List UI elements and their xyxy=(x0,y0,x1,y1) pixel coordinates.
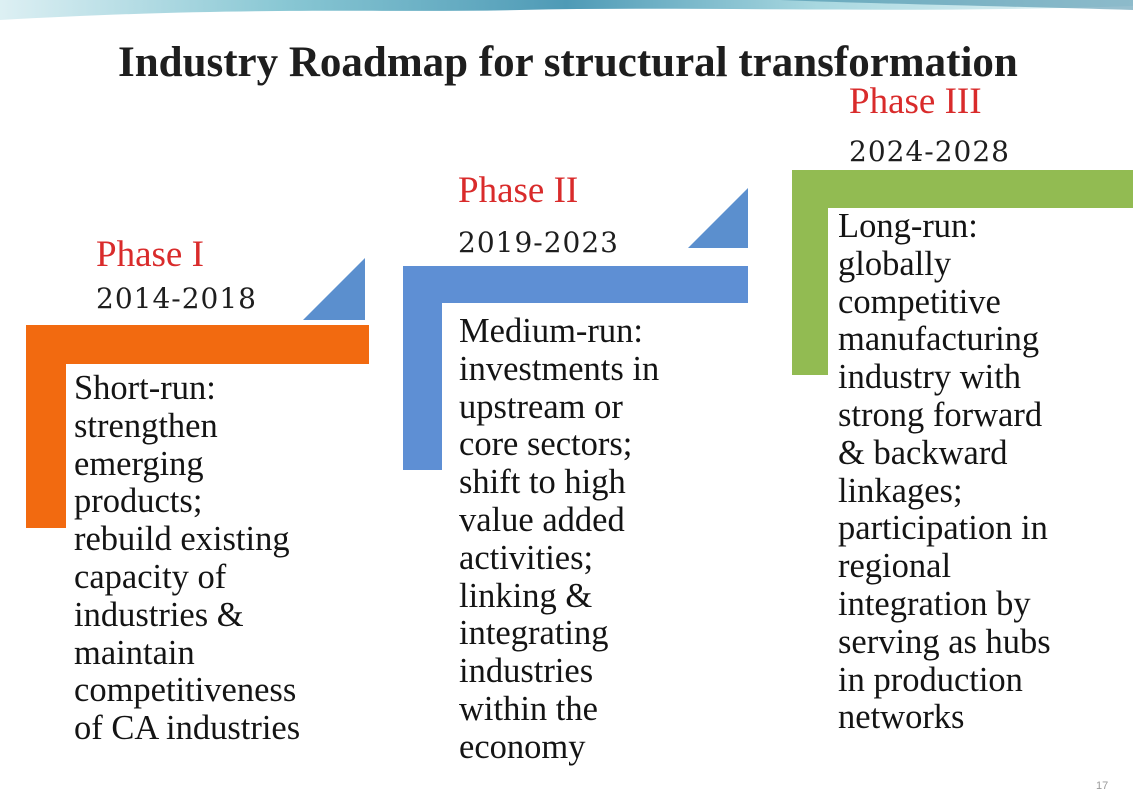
phase-2-bracket-side xyxy=(403,266,442,470)
phase-1-arrow-triangle xyxy=(303,258,365,320)
phase-2-years: 2019-2023 xyxy=(458,226,619,259)
header-swoosh-decoration xyxy=(0,0,1133,20)
slide-title: Industry Roadmap for structural transfor… xyxy=(118,38,1018,86)
page-number: 17 xyxy=(1096,780,1109,792)
phase-3-bracket-top xyxy=(792,170,1133,208)
phase-2-arrow-triangle xyxy=(688,188,748,248)
phase-2-bracket-top xyxy=(403,266,748,303)
phase-2-label: Phase II xyxy=(458,170,579,211)
phase-3-label: Phase III xyxy=(849,81,982,122)
phase-1-bracket-top xyxy=(26,325,369,364)
phase-1-description: Short-run: strengthen emerging products;… xyxy=(74,369,301,748)
phase-1-label: Phase I xyxy=(96,234,204,275)
phase-3-years: 2024-2028 xyxy=(849,135,1010,168)
phase-3-bracket-side xyxy=(792,170,828,375)
phase-1-bracket-side xyxy=(26,325,66,528)
phase-2-description: Medium-run: investments in upstream or c… xyxy=(459,312,660,766)
phase-1-years: 2014-2018 xyxy=(96,282,257,315)
phase-3-description: Long-run: globally competitive manufactu… xyxy=(838,207,1051,737)
